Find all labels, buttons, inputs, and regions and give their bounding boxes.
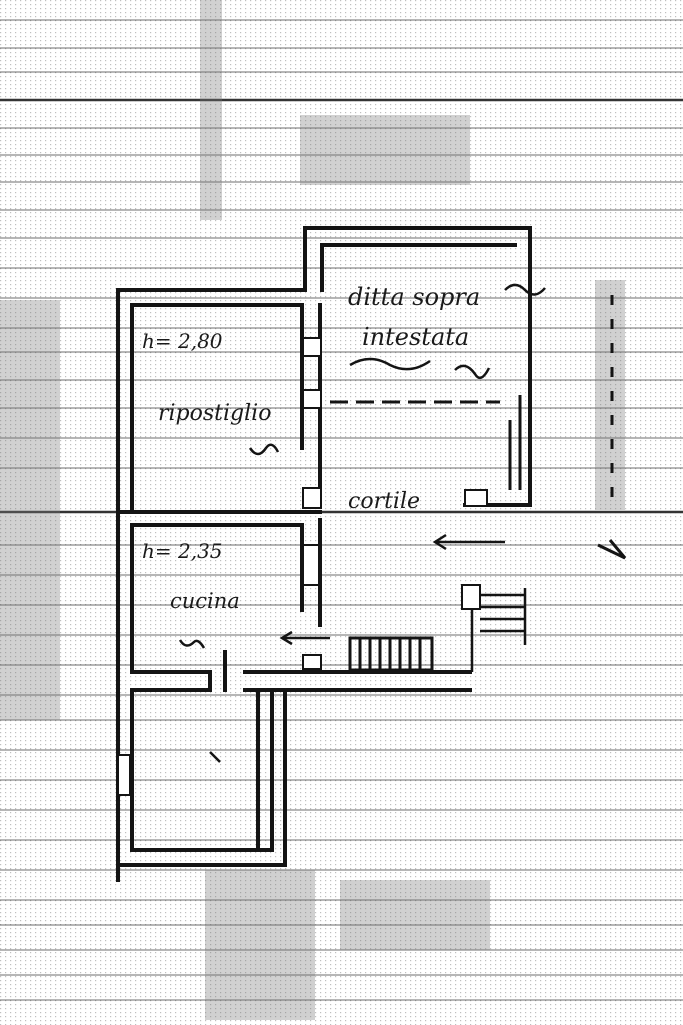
scribbles <box>178 283 546 763</box>
neighbor-details <box>330 395 522 490</box>
storage-height-label: h= 2,80 <box>142 329 223 353</box>
scan-smudges <box>0 0 625 1020</box>
wall-openings <box>117 337 488 796</box>
ruled-lines <box>0 19 683 1001</box>
check-mark <box>597 539 627 560</box>
stair-grille <box>348 636 434 672</box>
steps-right <box>470 588 527 672</box>
kitchen-room-name: cucina <box>170 589 240 613</box>
courtyard-label: cortile <box>348 489 420 514</box>
storage-room-name: ripostiglio <box>158 401 271 426</box>
arrow-courtyard <box>432 533 505 551</box>
kitchen-height-label: h= 2,35 <box>142 539 223 563</box>
neighbor-label-line2: intestata <box>362 323 469 351</box>
neighbor-label-line1: ditta sopra <box>348 283 480 311</box>
arrow-kitchen <box>279 630 330 646</box>
